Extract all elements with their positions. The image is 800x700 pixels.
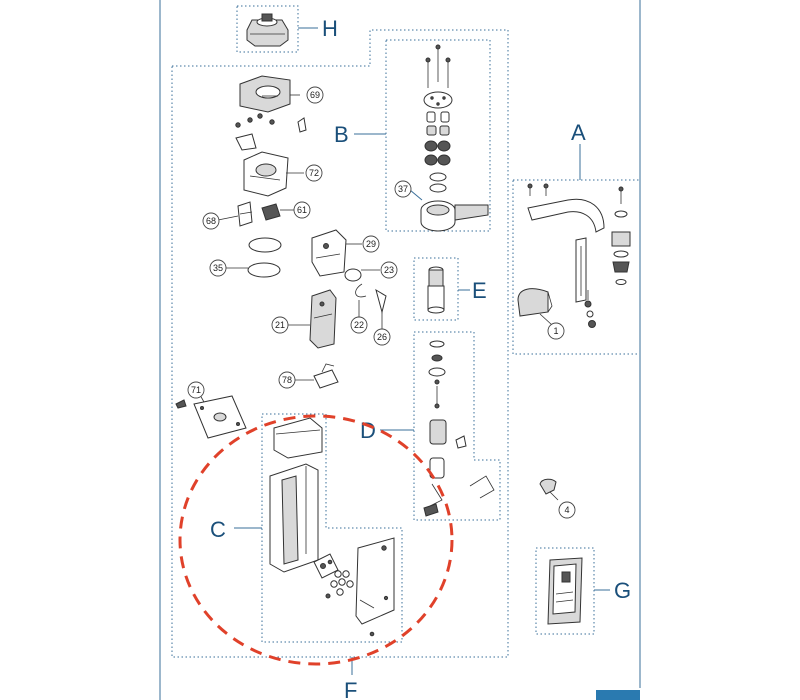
callout-21: 21 [271,316,310,334]
callout-22: 22 [350,300,368,334]
part-68-bracket [237,201,253,227]
callout-35: 35 [209,259,248,277]
part-b-screws [425,44,451,88]
group-b-outline [385,39,491,232]
part-26-pin [375,288,387,314]
part-b-bearings [424,111,451,193]
part-61-clip [261,203,281,221]
group-e-outline [413,257,459,321]
callout-37: 37 [394,180,423,201]
group-h-outline [236,5,299,53]
svg-text:21: 21 [275,320,285,330]
svg-text:71: 71 [191,385,201,395]
group-label-c: C [210,517,226,542]
svg-text:29: 29 [366,239,376,249]
part-g-control-module [547,557,583,625]
callout-68: 68 [202,212,239,230]
group-g-outline [535,547,595,635]
highlight-circle-group-c [178,414,454,666]
group-label-b: B [334,122,349,147]
callout-4: 4 [558,501,576,519]
svg-text:1: 1 [553,326,558,336]
svg-text:72: 72 [309,168,319,178]
part-o-rings [247,237,282,278]
part-78-clamp [313,363,339,389]
group-label-h: H [322,16,338,41]
part-a-rod [575,237,587,303]
callout-72: 72 [286,164,323,182]
svg-text:4: 4 [564,505,569,515]
group-a-outline [512,179,641,355]
part-1-shroud [517,288,553,317]
callout-71: 71 [187,381,205,403]
callout-29: 29 [346,235,380,253]
part-c-housing [269,463,319,573]
part-a-knob-stack [611,231,631,285]
part-e-cartridge [427,266,445,314]
callout-61: 61 [280,201,311,219]
part-b-arm-mount [420,200,489,232]
part-c-back-cover [355,537,395,637]
part-a-small-fittings [584,290,596,328]
part-b-plate [423,91,453,109]
group-label-a: A [571,120,586,145]
part-h-motor-cap [246,13,289,47]
part-23-washer [344,268,362,282]
callout-26: 26 [373,312,391,346]
svg-text:35: 35 [213,263,223,273]
part-69-cover [239,75,291,113]
callout-78: 78 [278,371,314,389]
svg-text:78: 78 [282,375,292,385]
part-72-housing [243,151,289,197]
callout-23: 23 [361,261,398,279]
group-label-g: G [614,578,631,603]
part-22-spring [355,283,367,298]
part-c-gaskets [325,570,354,599]
part-a-spout-arm [527,183,628,233]
part-d-valve-stack [423,340,495,517]
group-d-outline [413,331,501,521]
accent-bar [596,690,640,700]
svg-text:37: 37 [398,184,408,194]
svg-text:26: 26 [377,332,387,342]
svg-text:69: 69 [310,90,320,100]
group-f-outline [171,29,509,658]
callout-69: 69 [290,86,324,104]
part-21-body [309,289,337,349]
part-71-plate [175,395,247,439]
svg-text:22: 22 [354,320,364,330]
group-label-f: F [344,678,357,700]
group-c-outline [261,413,403,643]
part-small-screws [235,113,307,151]
part-c-board [313,553,339,579]
part-29-block [311,229,347,277]
svg-text:23: 23 [384,265,394,275]
part-4-plug [539,478,559,501]
svg-text:68: 68 [206,216,216,226]
group-label-e: E [472,278,487,303]
part-c-top-cap [273,417,323,459]
svg-text:61: 61 [297,205,307,215]
group-label-d: D [360,418,376,443]
callout-1: 1 [539,313,565,340]
